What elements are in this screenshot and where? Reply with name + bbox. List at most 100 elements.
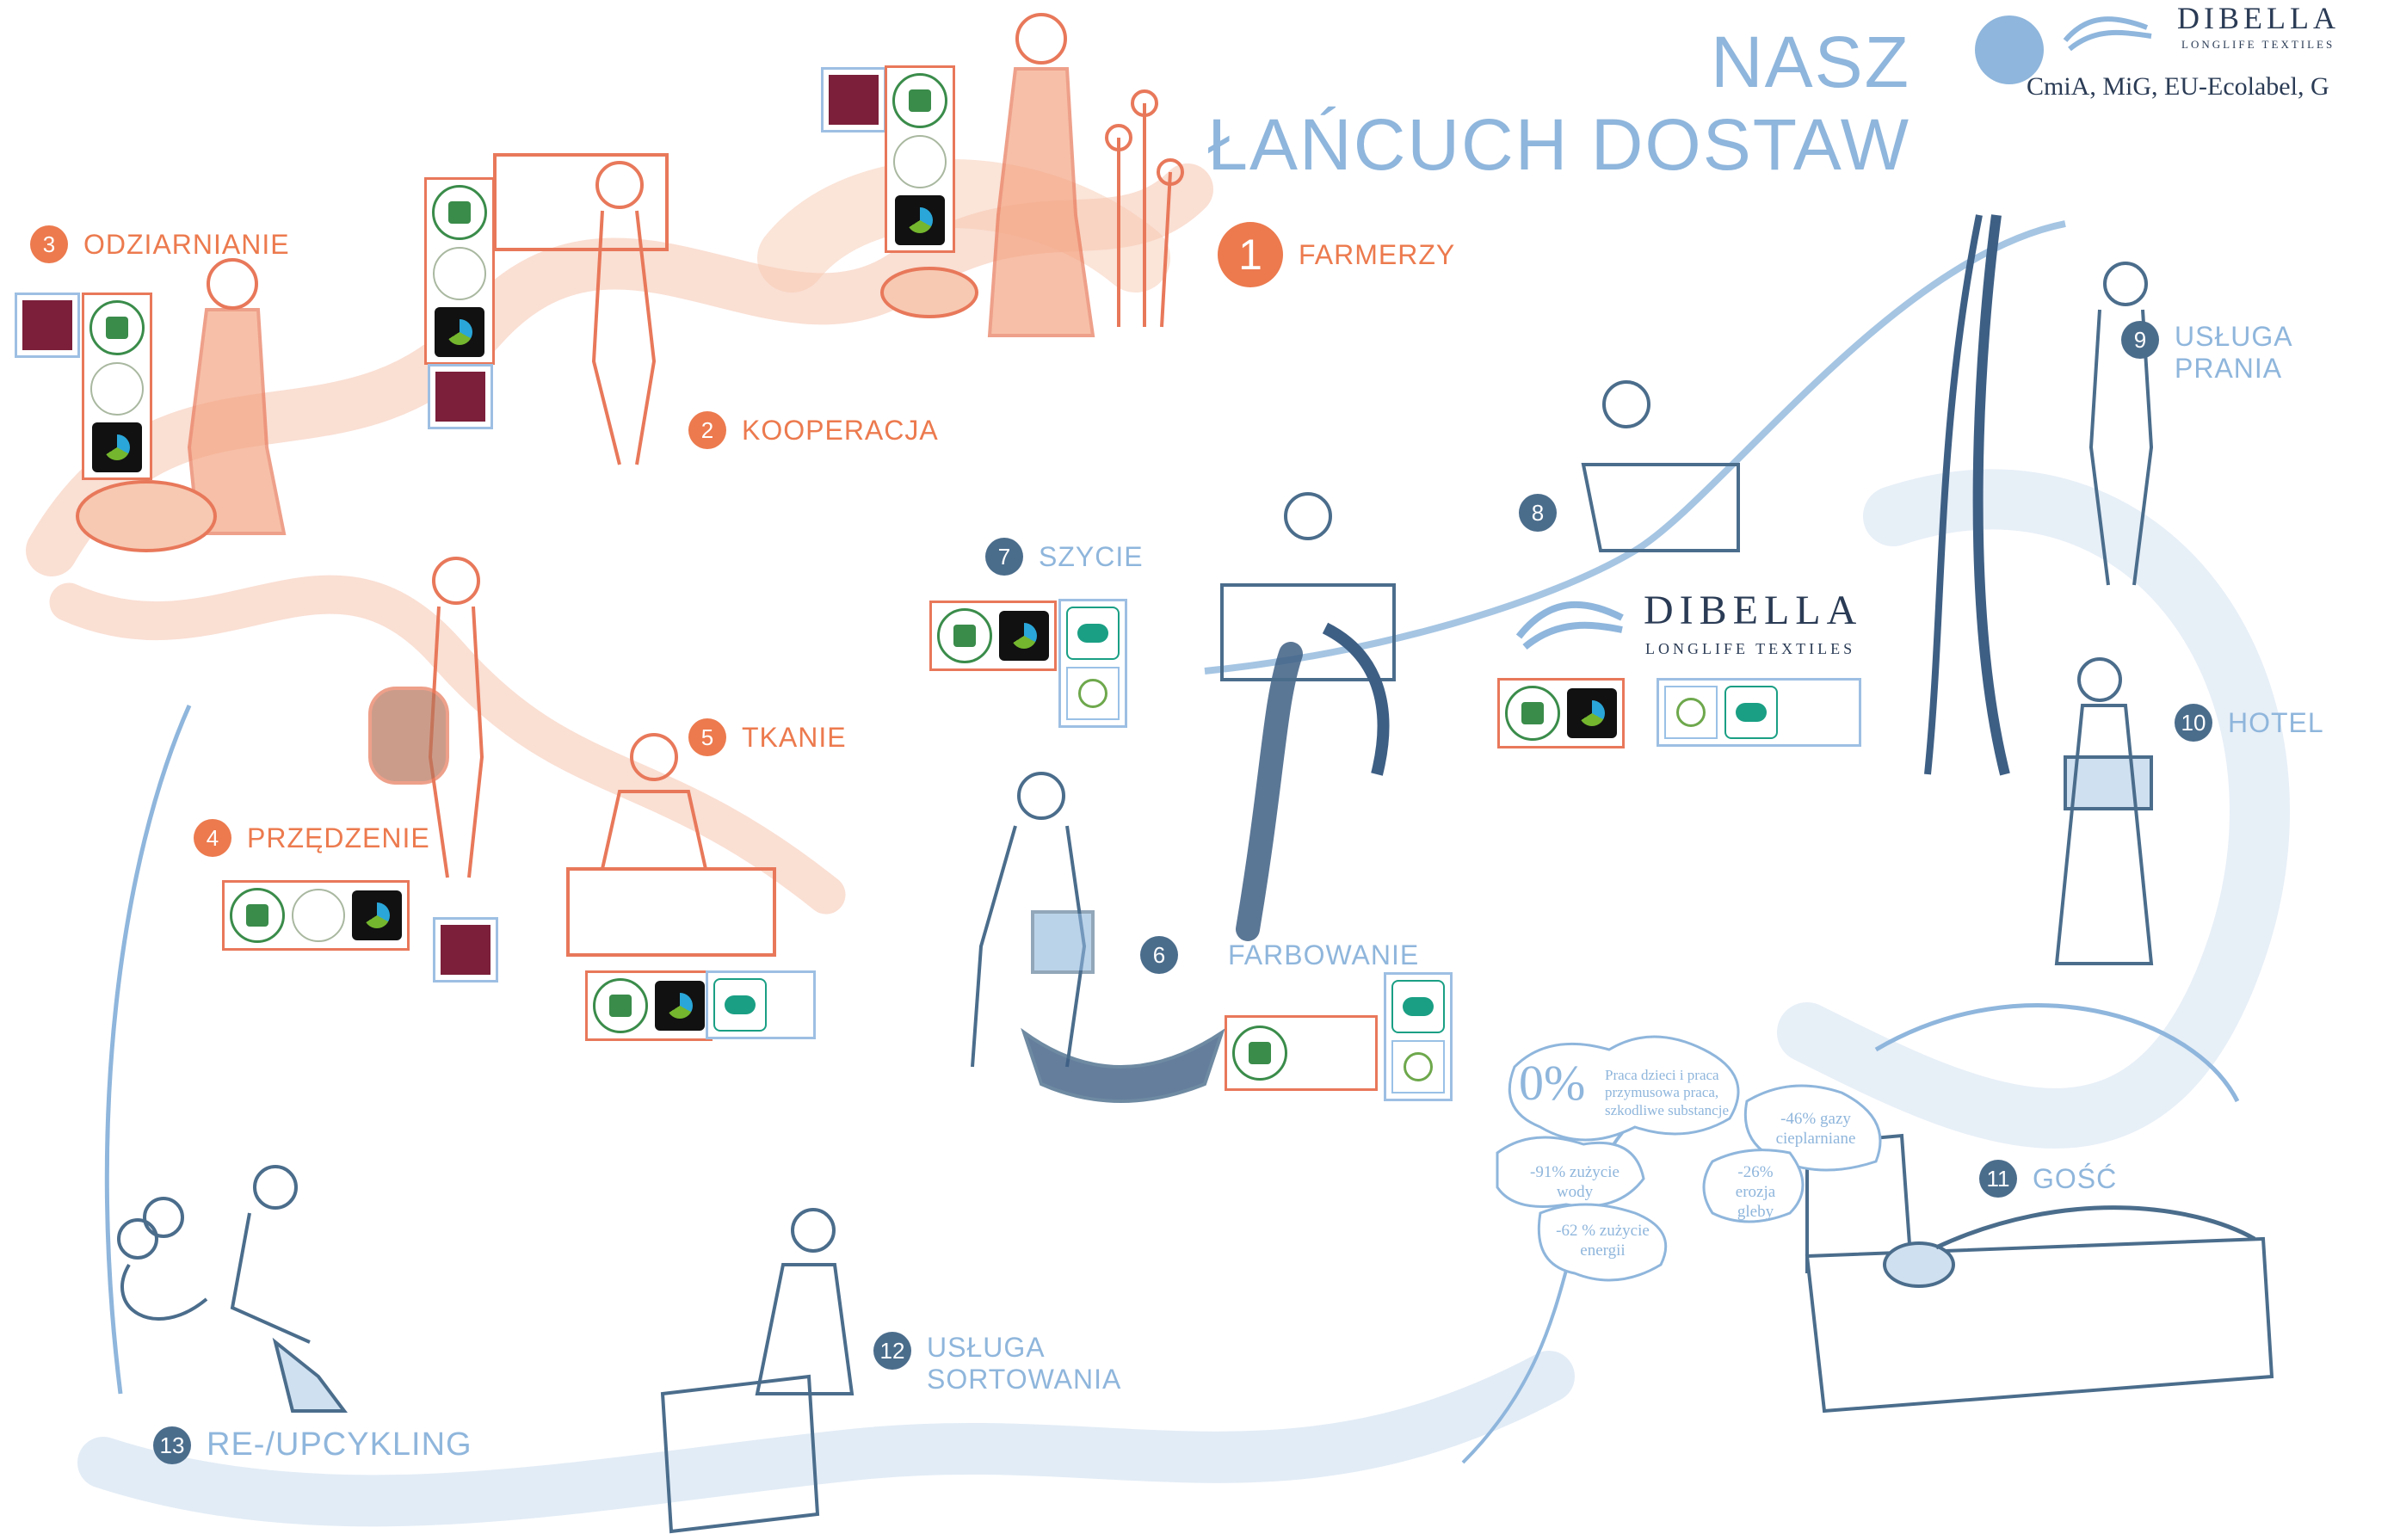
header-dot (1975, 15, 2044, 84)
ecolabel-logo-icon (1391, 1040, 1445, 1093)
fairtrade-logo-icon (435, 307, 484, 357)
cert-box-ginning-cmia (15, 293, 80, 358)
organic-logo-icon (433, 247, 486, 300)
step-8: 8 (1519, 494, 1572, 532)
cmia-logo-icon (435, 372, 485, 422)
step-label: RE-/UPCYKLING (207, 1426, 472, 1463)
step-number: 2 (688, 411, 726, 449)
cmia-logo-icon (829, 75, 879, 125)
organic-logo-icon (292, 889, 345, 942)
cert-box-ginning (82, 293, 152, 480)
dibella-logo-icon (2061, 10, 2156, 53)
made-in-green-icon (774, 980, 808, 1030)
step-number: 7 (985, 538, 1023, 576)
impact-soil: -26% erozja gleby (1735, 1163, 1776, 1221)
step-label: PRZĘDZENIE (247, 822, 430, 853)
fairtrade-logo-icon (92, 422, 142, 472)
impact-water: -91% zużycie wody (1530, 1163, 1620, 1201)
impact-zero-text: Praca dzieci i praca przymusowa praca, s… (1605, 1067, 1729, 1118)
step-number: 8 (1519, 494, 1557, 532)
gots-logo-icon (892, 73, 947, 128)
ecolabel-logo-icon (1664, 686, 1718, 739)
oeko-tex-logo-icon (1724, 686, 1778, 739)
step-label: FARMERZY (1299, 238, 1456, 270)
cert-box-dibella (1497, 678, 1625, 748)
cert-box-dyeing (1225, 1015, 1378, 1091)
step-farbowanie: 6 FARBOWANIE (1140, 936, 1419, 974)
step-szycie: 7 SZYCIE (985, 538, 1144, 576)
step-label: KOOPERACJA (742, 414, 939, 446)
cert-box-weaving-oeko (706, 970, 816, 1039)
impact-energy: -62 % zużycie energii (1556, 1222, 1650, 1260)
step-number: 9 (2121, 321, 2159, 359)
gots-logo-icon (432, 185, 487, 240)
step-przedzenie: 4 PRZĘDZENIE (194, 819, 430, 857)
step-number: 12 (873, 1332, 911, 1370)
step-tkanie: 5 TKANIE (688, 718, 847, 756)
dibella-center-name: DIBELLA (1644, 588, 1863, 633)
step-label: ODZIARNIANIE (83, 228, 290, 260)
step-number: 4 (194, 819, 231, 857)
cert-box-dibella-eco (1657, 678, 1861, 747)
title-line-1: NASZ (1710, 22, 1910, 102)
cert-box-kooperacja-cmia (428, 364, 493, 429)
step-number: 6 (1140, 936, 1178, 974)
fairtrade-logo-icon (895, 195, 945, 245)
header-brand-name: DIBELLA (2177, 1, 2340, 35)
made-in-green-icon (1785, 687, 1854, 737)
gots-logo-icon (1505, 686, 1560, 741)
oeko-tex-logo-icon (713, 978, 767, 1032)
step-number: 11 (1979, 1160, 2017, 1198)
dibella-center-tagline: LONGLIFE TEXTILES (1645, 640, 1856, 657)
cert-box-dyeing-oeko (1384, 972, 1453, 1101)
step-label: SZYCIE (1039, 540, 1144, 572)
ecolabel-logo-icon (1066, 667, 1120, 720)
gots-logo-icon (89, 300, 145, 355)
step-recykling: 13 RE-/UPCYKLING (153, 1426, 472, 1464)
step-number: 13 (153, 1426, 191, 1464)
step-label: USŁUGA SORTOWANIA (927, 1332, 1122, 1395)
fairtrade-logo-icon (655, 981, 705, 1031)
step-number: 3 (30, 225, 68, 263)
step-number: 5 (688, 718, 726, 756)
cert-box-sewing-oeko (1058, 599, 1127, 728)
fairtrade-logo-icon (999, 611, 1049, 661)
cmia-logo-icon (22, 300, 72, 350)
cert-box-farmers (885, 65, 955, 253)
step-label: TKANIE (742, 721, 847, 753)
gots-logo-icon (937, 608, 992, 663)
step-label: GOŚĆ (2033, 1162, 2118, 1194)
cert-box-sewing (929, 601, 1057, 671)
title-line-2: ŁAŃCUCH DOSTAW (1207, 104, 1910, 185)
cert-box-kooperacja (424, 177, 495, 365)
impact-zero: 0% (1519, 1055, 1586, 1111)
step-kooperacja: 2 KOOPERACJA (688, 411, 939, 449)
gots-logo-icon (230, 888, 285, 943)
cert-box-farmers-cmia (821, 67, 886, 132)
step-label: HOTEL (2228, 706, 2324, 738)
cmia-logo-icon (441, 925, 490, 975)
cert-box-spinning-cmia (433, 917, 498, 983)
fairtrade-logo-icon (1567, 688, 1617, 738)
dibella-center-logo-icon (1515, 594, 1626, 654)
oeko-tex-logo-icon (1391, 980, 1445, 1033)
step-label: FARBOWANIE (1228, 939, 1420, 970)
gots-logo-icon (1232, 1026, 1287, 1081)
step-usluga-prania: 9 USŁUGA PRANIA (2121, 321, 2304, 385)
step-odziarnianie: 3 ODZIARNIANIE (30, 225, 290, 263)
step-farmerzy: 1 FARMERZY (1218, 222, 1455, 287)
step-number: 1 (1218, 222, 1283, 287)
organic-logo-icon (893, 135, 947, 188)
organic-logo-icon (90, 362, 144, 416)
header-certs-text: CmiA, MiG, EU-Ecolabel, G (2027, 72, 2329, 101)
fairtrade-logo-icon (352, 890, 402, 940)
step-label: USŁUGA PRANIA (2175, 321, 2292, 384)
cert-box-weaving (585, 970, 713, 1041)
gots-logo-icon (593, 978, 648, 1033)
step-usluga-sortowania: 12 USŁUGA SORTOWANIA (873, 1332, 1133, 1395)
impact-gas: -46% gazy cieplarniane (1775, 1110, 1856, 1148)
cert-box-spinning (222, 880, 410, 951)
oeko-tex-logo-icon (1066, 607, 1120, 660)
step-hotel: 10 HOTEL (2175, 704, 2324, 742)
